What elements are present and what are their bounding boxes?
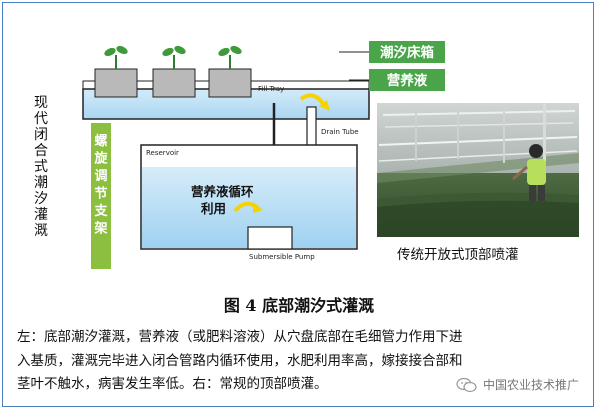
fill-tray-label: Fill Tray [258, 85, 284, 93]
reservoir-flow-arrowhead [253, 202, 263, 213]
pot-3 [208, 45, 252, 98]
tidal-bed: Fill Tray [82, 45, 370, 120]
overhead-irrigation-photo [377, 103, 579, 237]
reservoir: Reservoir 营养液循环 利用 Submersible Pump [140, 144, 358, 261]
figure-description: 左：底部潮汐灌溉，营养液（或肥料溶液）从穴盘底部在毛细管力作用下进 入基质，灌溉… [17, 326, 583, 397]
legend-item-tidal-bed [369, 41, 445, 63]
pot-2 [152, 45, 196, 98]
legend-item-nutrient [369, 69, 445, 91]
submersible-pump [247, 226, 293, 250]
photo-label: 传统开放式顶部喷灌 [397, 247, 519, 263]
tidal-irrigation-diagram: 现代闭合式潮汐灌溉 螺旋调节支架 Fill Tray [34, 41, 579, 269]
tray-flow-arrowhead [319, 100, 330, 111]
reservoir-label: Reservoir [146, 149, 179, 157]
legend: 潮汐床箱 营养液 [339, 41, 445, 91]
figure-frame: 现代闭合式潮汐灌溉 螺旋调节支架 Fill Tray [2, 2, 594, 407]
watermark: 中国农业技术推广 [456, 376, 579, 393]
figure-caption: 图 4 底部潮汐式灌溉 [223, 296, 375, 315]
drain-tube-label: Drain Tube [321, 128, 359, 136]
description-line: 茎叶不触水，病害发生率低。右：常规的顶部喷灌。 [17, 376, 328, 392]
circulation-label-line1: 营养液循环 [191, 184, 254, 199]
spiral-bracket [91, 123, 111, 269]
wechat-icon [456, 377, 477, 392]
description-line: 入基质，灌溉完毕进入闭合管路内循环使用，水肥利用率高，嫁接接合部和 [17, 352, 463, 369]
legend-label-tidal-bed: 潮汐床箱 [380, 44, 434, 61]
vertical-title-text: 现代闭合式潮汐灌溉 [34, 95, 48, 239]
pot-1 [94, 45, 138, 98]
description-line: 左：底部潮汐灌溉，营养液（或肥料溶液）从穴盘底部在毛细管力作用下进 [17, 329, 463, 345]
watermark-text: 中国农业技术推广 [482, 378, 579, 392]
vertical-title: 现代闭合式潮汐灌溉 [34, 95, 48, 239]
pump-label: Submersible Pump [249, 253, 315, 261]
circulation-label-line2: 利用 [201, 201, 226, 216]
legend-label-nutrient: 营养液 [387, 72, 428, 89]
bracket-label: 螺旋调节支架 [93, 133, 108, 237]
